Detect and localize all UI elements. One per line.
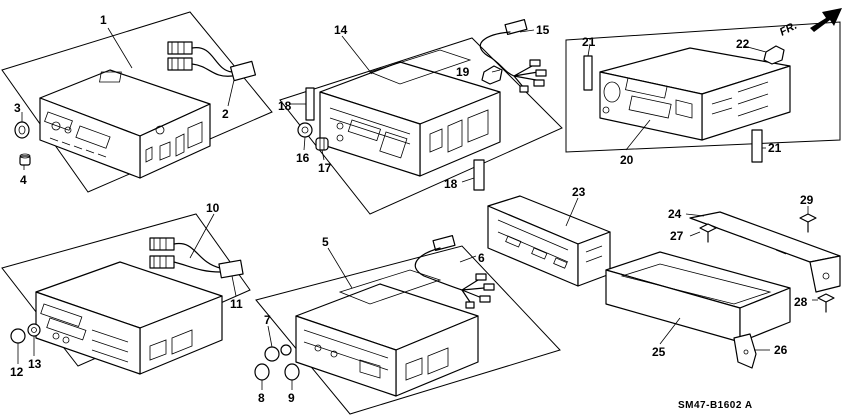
callout-16: 16 bbox=[296, 151, 310, 165]
diagram-code-text: SM47-B1602 bbox=[678, 400, 742, 411]
radio-unit-20 bbox=[599, 47, 791, 141]
clip-19 bbox=[481, 65, 503, 85]
callout-2: 2 bbox=[222, 107, 229, 121]
diagram-revision: A bbox=[745, 400, 753, 411]
screw-29 bbox=[799, 213, 817, 233]
washer-13 bbox=[27, 323, 41, 337]
knob-16 bbox=[297, 122, 313, 138]
callout-27: 27 bbox=[670, 229, 684, 243]
callout-15: 15 bbox=[536, 23, 550, 37]
callout-19: 19 bbox=[456, 65, 470, 79]
callout-10: 10 bbox=[206, 201, 220, 215]
clip-26 bbox=[733, 333, 757, 369]
mounting-bracket-24 bbox=[689, 211, 841, 293]
callout-20: 20 bbox=[620, 153, 634, 167]
knob-12 bbox=[10, 328, 26, 344]
trim-strip-21-right bbox=[751, 129, 763, 163]
frame-group-20 bbox=[565, 21, 841, 153]
screw-27 bbox=[699, 223, 717, 243]
wire-harness-11 bbox=[149, 237, 244, 279]
callout-25: 25 bbox=[652, 345, 666, 359]
callout-17: 17 bbox=[318, 161, 332, 175]
knob-9 bbox=[284, 363, 300, 381]
callout-11: 11 bbox=[230, 297, 243, 311]
direction-label: FR. bbox=[778, 20, 799, 39]
callout-21b: 21 bbox=[768, 141, 782, 155]
frame-group-5 bbox=[255, 245, 561, 415]
wire-harness-6 bbox=[414, 234, 495, 309]
wire-harness-2 bbox=[167, 41, 257, 82]
callout-14: 14 bbox=[334, 23, 348, 37]
callout-labels: 1 2 3 4 5 6 7 8 9 10 11 12 13 14 15 16 1… bbox=[10, 13, 814, 411]
leader-lines bbox=[17, 27, 818, 390]
radio-unit-1 bbox=[39, 69, 211, 179]
storage-pocket-25 bbox=[605, 251, 791, 343]
wire-harness-15 bbox=[479, 18, 547, 93]
callout-18a: 18 bbox=[278, 99, 292, 113]
trim-strip-18-bottom bbox=[473, 159, 485, 191]
callout-12: 12 bbox=[10, 365, 24, 379]
callout-5: 5 bbox=[322, 235, 329, 249]
callout-18b: 18 bbox=[444, 177, 458, 191]
trim-strip-21-left bbox=[583, 55, 593, 91]
callout-23: 23 bbox=[572, 185, 586, 199]
knob-8 bbox=[254, 363, 270, 381]
callout-1: 1 bbox=[100, 13, 107, 27]
frame-group-14 bbox=[279, 37, 563, 215]
clip-22 bbox=[763, 45, 785, 65]
callout-29: 29 bbox=[800, 193, 814, 207]
callout-9: 9 bbox=[288, 391, 295, 405]
radio-unit-10 bbox=[35, 261, 223, 375]
callout-21a: 21 bbox=[582, 35, 596, 49]
knob-3 bbox=[14, 121, 30, 139]
mounting-bracket-23 bbox=[487, 195, 611, 287]
front-direction-arrow-icon bbox=[810, 8, 842, 32]
callout-22: 22 bbox=[736, 37, 750, 51]
knob-17 bbox=[315, 137, 329, 151]
callout-26: 26 bbox=[774, 343, 788, 357]
knob-7 bbox=[264, 344, 292, 362]
callout-8: 8 bbox=[258, 391, 265, 405]
callout-6: 6 bbox=[478, 251, 485, 265]
screw-28 bbox=[817, 293, 835, 313]
radio-unit-5 bbox=[295, 269, 479, 397]
callout-24: 24 bbox=[668, 207, 682, 221]
callout-4: 4 bbox=[20, 173, 27, 187]
trim-strip-18-left bbox=[305, 87, 315, 121]
callout-13: 13 bbox=[28, 357, 42, 371]
radio-unit-14 bbox=[319, 49, 501, 177]
frame-group-1 bbox=[1, 11, 273, 193]
callout-28: 28 bbox=[794, 295, 808, 309]
knob-4 bbox=[19, 153, 31, 166]
callout-7: 7 bbox=[264, 313, 271, 327]
callout-3: 3 bbox=[14, 101, 21, 115]
